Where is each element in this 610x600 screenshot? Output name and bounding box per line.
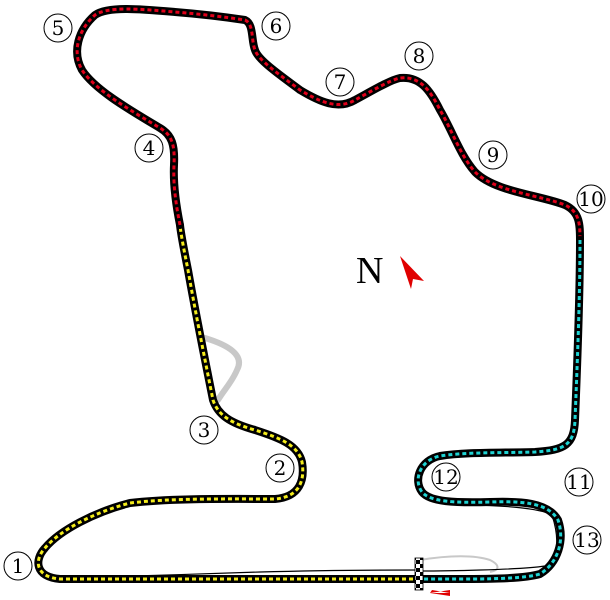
svg-text:2: 2 [274,456,287,480]
sector-2-path [73,5,584,244]
turn-marker: 10 [576,184,606,214]
turn-marker: 4 [134,133,164,163]
compass: N [356,250,424,292]
svg-text:5: 5 [52,16,65,40]
turn-markers: 1 2 3 4 5 6 7 8 [3,11,606,581]
turn-marker: 11 [564,467,594,497]
turn-marker: 7 [325,67,355,97]
svg-text:12: 12 [433,465,458,489]
turn-marker: 5 [43,13,73,43]
svg-text:4: 4 [143,136,156,160]
north-label: N [356,250,383,292]
svg-text:10: 10 [578,187,603,211]
svg-text:7: 7 [334,70,347,94]
turn-marker: 3 [189,415,219,445]
svg-text:8: 8 [413,44,426,68]
turn-marker: 9 [478,140,508,170]
svg-text:9: 9 [487,143,500,167]
turn-marker: 1 [3,551,33,581]
svg-text:6: 6 [270,14,283,38]
turn-marker: 6 [261,11,291,41]
turn-marker: 13 [572,525,602,555]
sector-3-path [414,236,584,584]
direction-arrow-icon [430,590,450,596]
turn-marker: 8 [404,41,434,71]
svg-text:11: 11 [566,470,591,494]
turn-marker: 12 [431,462,461,492]
old-layout [69,335,558,579]
svg-text:13: 13 [574,528,599,552]
sector-1-path [34,221,424,583]
finish-line [414,557,424,591]
turn-marker: 2 [265,453,295,483]
svg-text:1: 1 [12,554,25,578]
svg-text:3: 3 [198,418,211,442]
north-arrow-icon [400,256,424,289]
